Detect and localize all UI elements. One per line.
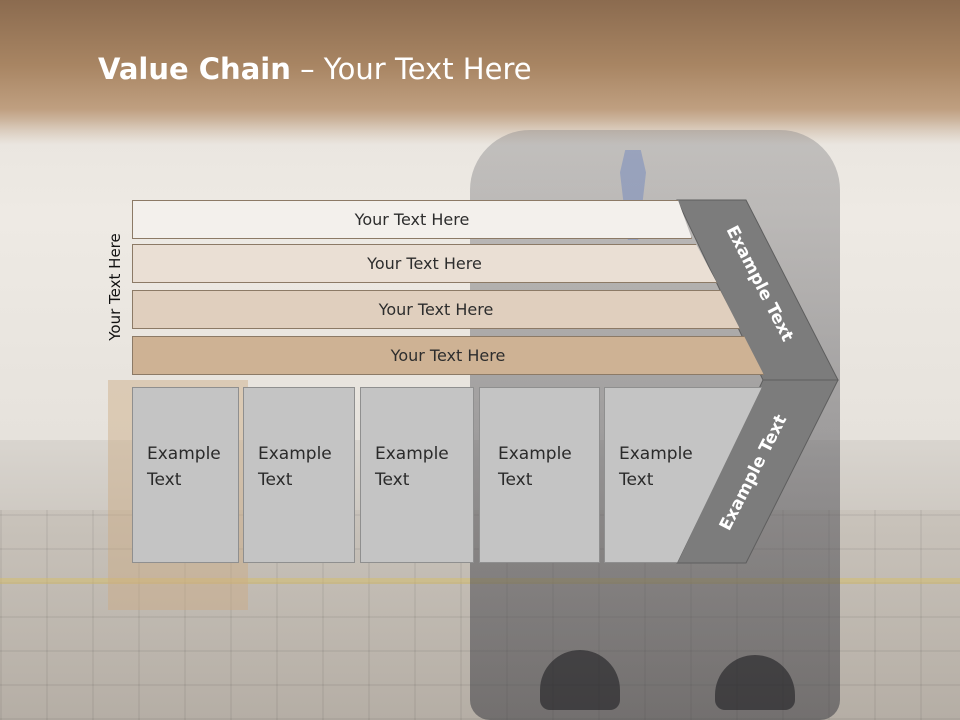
value-bar-4-label: Your Text Here (390, 346, 506, 365)
activity-box-2[interactable]: Example Text (243, 387, 355, 563)
activity-box-4[interactable]: Example Text (479, 387, 600, 563)
activity-box-1-line1: Example (147, 444, 221, 464)
value-bar-2-label: Your Text Here (367, 254, 482, 273)
value-bar-3-label: Your Text Here (378, 300, 494, 319)
activity-box-5-line1: Example (619, 444, 693, 464)
value-bar-4[interactable]: Your Text Here (132, 336, 764, 375)
value-bar-3[interactable]: Your Text Here (132, 290, 740, 329)
value-bar-1[interactable]: Your Text Here (132, 200, 692, 239)
slide-title[interactable]: Value Chain – Your Text Here (98, 52, 532, 86)
activity-box-4-line1: Example (498, 444, 572, 464)
title-bold: Value Chain (98, 52, 291, 86)
activity-box-1-line2: Text (147, 470, 182, 490)
activity-box-4-line2: Text (498, 470, 533, 490)
value-bar-2[interactable]: Your Text Here (132, 244, 717, 283)
activity-box-3-line2: Text (375, 470, 410, 490)
activity-box-2-line2: Text (258, 470, 293, 490)
activity-box-1[interactable]: Example Text (132, 387, 239, 563)
title-rest: – Your Text Here (290, 52, 532, 86)
activity-box-3-line1: Example (375, 444, 449, 464)
value-bar-1-label: Your Text Here (354, 210, 470, 229)
activity-box-2-line1: Example (258, 444, 332, 464)
activity-box-3[interactable]: Example Text (360, 387, 474, 563)
activity-box-5-line2: Text (619, 470, 654, 490)
